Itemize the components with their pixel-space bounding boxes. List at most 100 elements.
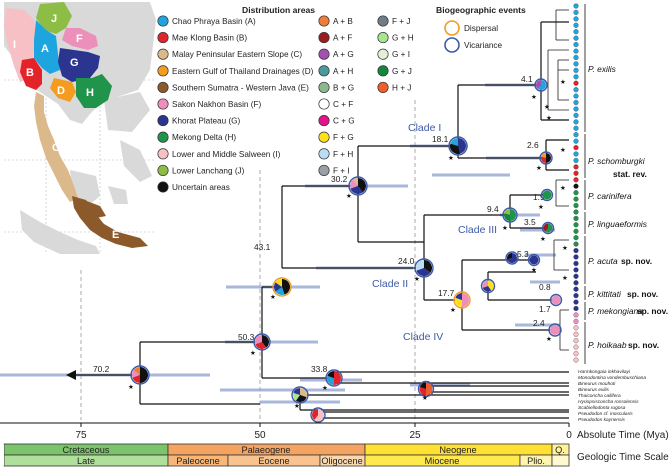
tip-area-dot (573, 344, 579, 350)
outgroup-label: Bineurus mouhoti (578, 381, 616, 387)
legend-swatch (318, 115, 330, 127)
legend-swatch (318, 65, 330, 77)
map-label-a: A (41, 43, 49, 55)
ancestral-range-pie (414, 258, 434, 278)
legend-label: F + I (333, 166, 350, 175)
legend-swatch (318, 131, 330, 143)
support-star: ★ (450, 306, 456, 314)
legend-event-label: Dispersal (464, 24, 498, 33)
gts-epoch: Late (77, 456, 95, 466)
support-star: ★ (560, 78, 566, 86)
gts-epoch: Eocene (258, 456, 289, 466)
legend-label: Mae Klong Basin (B) (172, 34, 247, 43)
legend-swatch (157, 148, 169, 160)
tip-area-dot (573, 93, 579, 99)
legend-swatch (318, 98, 330, 110)
ancestral-range-pie (502, 207, 518, 223)
map-region-a (34, 20, 60, 74)
tip-area-dot (573, 106, 579, 112)
taxon-label: P. hoikaab (588, 340, 627, 350)
node-age: 2.6 (527, 140, 539, 150)
legend-swatch (318, 32, 330, 44)
support-star: ★ (322, 384, 328, 392)
support-star: ★ (414, 275, 420, 283)
tip-area-dot (573, 241, 579, 247)
support-star: ★ (294, 402, 300, 410)
support-star: ★ (128, 383, 134, 391)
gts-epoch: Oligocene (321, 456, 362, 466)
tip-area-dot (573, 138, 579, 144)
tip-area-dot (573, 293, 579, 299)
outgroup-label: Pseudodon cf. inoscularis (578, 411, 633, 417)
axis-title: Absolute Time (Mya) (577, 430, 669, 441)
tip-area-dot (573, 80, 579, 86)
gts-period: Cretaceous (63, 445, 110, 455)
support-star: ★ (448, 154, 454, 162)
support-star: ★ (544, 103, 550, 111)
map-region-c (34, 92, 78, 202)
ancestral-range-pie (453, 291, 471, 309)
legend-label: F + G (333, 133, 354, 142)
legend-label: Lower and Middle Salween (I) (172, 150, 281, 159)
support-star: ★ (562, 244, 568, 252)
taxon-label: P. acuta (588, 256, 618, 266)
legend-label: Southern Sumatra - Western Java (E) (172, 83, 309, 92)
ancestral-range-pie (505, 251, 519, 265)
outgroup-label: Monodontina vondembuschiana (578, 375, 646, 381)
ancestral-range-pie (348, 176, 368, 196)
map-label-g: G (70, 57, 79, 69)
outgroup-label: Harmkongaia inkhavilayi (578, 369, 631, 375)
tip-area-dot (573, 145, 579, 151)
taxon-label: P. linguaeformis (588, 219, 648, 229)
node-age: 24.0 (398, 256, 415, 266)
support-star: ★ (538, 203, 544, 211)
tip-area-dot (573, 357, 579, 363)
node-age: 43.1 (254, 242, 271, 252)
support-star: ★ (422, 394, 428, 402)
legend-swatch (157, 115, 169, 127)
legend-swatch (318, 48, 330, 60)
legend-label: Mekong Delta (H) (172, 133, 236, 142)
legend-label: G + I (392, 50, 410, 59)
biogeo-events-title: Biogeographic events (436, 5, 526, 15)
clade-label: Clade II (372, 278, 408, 290)
legend-label: Eastern Gulf of Thailand Drainages (D) (172, 67, 314, 76)
legend-swatch (157, 15, 169, 27)
tip-area-dot (573, 260, 579, 267)
time-tree: 70.2 50.3 43.1 33.8 30.2 24.0 18.1 17.7 … (0, 3, 668, 423)
map-region-f (62, 28, 98, 50)
tip-area-dot (573, 99, 579, 106)
tip-area-dot (573, 132, 579, 138)
legend-label: C + F (333, 100, 353, 109)
legend-title: Distribution areas (242, 5, 315, 15)
taxon-label: P. exilis (588, 64, 617, 74)
axis-tick-label: 50 (254, 430, 266, 441)
legend-swatch (377, 32, 389, 44)
taxon-suffix: sp. nov. (637, 306, 668, 316)
tip-area-dot (573, 42, 579, 48)
ancestral-range-pie (539, 151, 553, 165)
legend-swatch (377, 81, 389, 93)
legend-event-marker (444, 20, 460, 36)
legend-label: G + H (392, 34, 414, 43)
tip-area-dot (573, 209, 579, 215)
tip-area-dot (573, 170, 579, 176)
map-label-h: H (86, 87, 94, 99)
tip-area-dot (573, 3, 579, 9)
ancestral-range-pie (540, 188, 554, 202)
map-region-d (50, 78, 76, 102)
tip-area-dot (573, 215, 579, 221)
outgroup-label: Scabiellodonta rugosa (578, 405, 626, 411)
tip-area-dot (573, 338, 579, 344)
node-age: 1.7 (539, 304, 551, 314)
support-star: ★ (250, 349, 256, 357)
ancestral-range-pie (272, 277, 292, 297)
ancestral-range-pie (253, 333, 271, 351)
support-star: ★ (531, 93, 537, 101)
legend-label: F + H (333, 150, 353, 159)
outgroup-label: Hyriopsisconcha rossolensis (578, 399, 639, 405)
tip-area-dot (573, 312, 579, 318)
legend-label: B + G (333, 83, 354, 92)
node-age: 70.2 (93, 364, 110, 374)
